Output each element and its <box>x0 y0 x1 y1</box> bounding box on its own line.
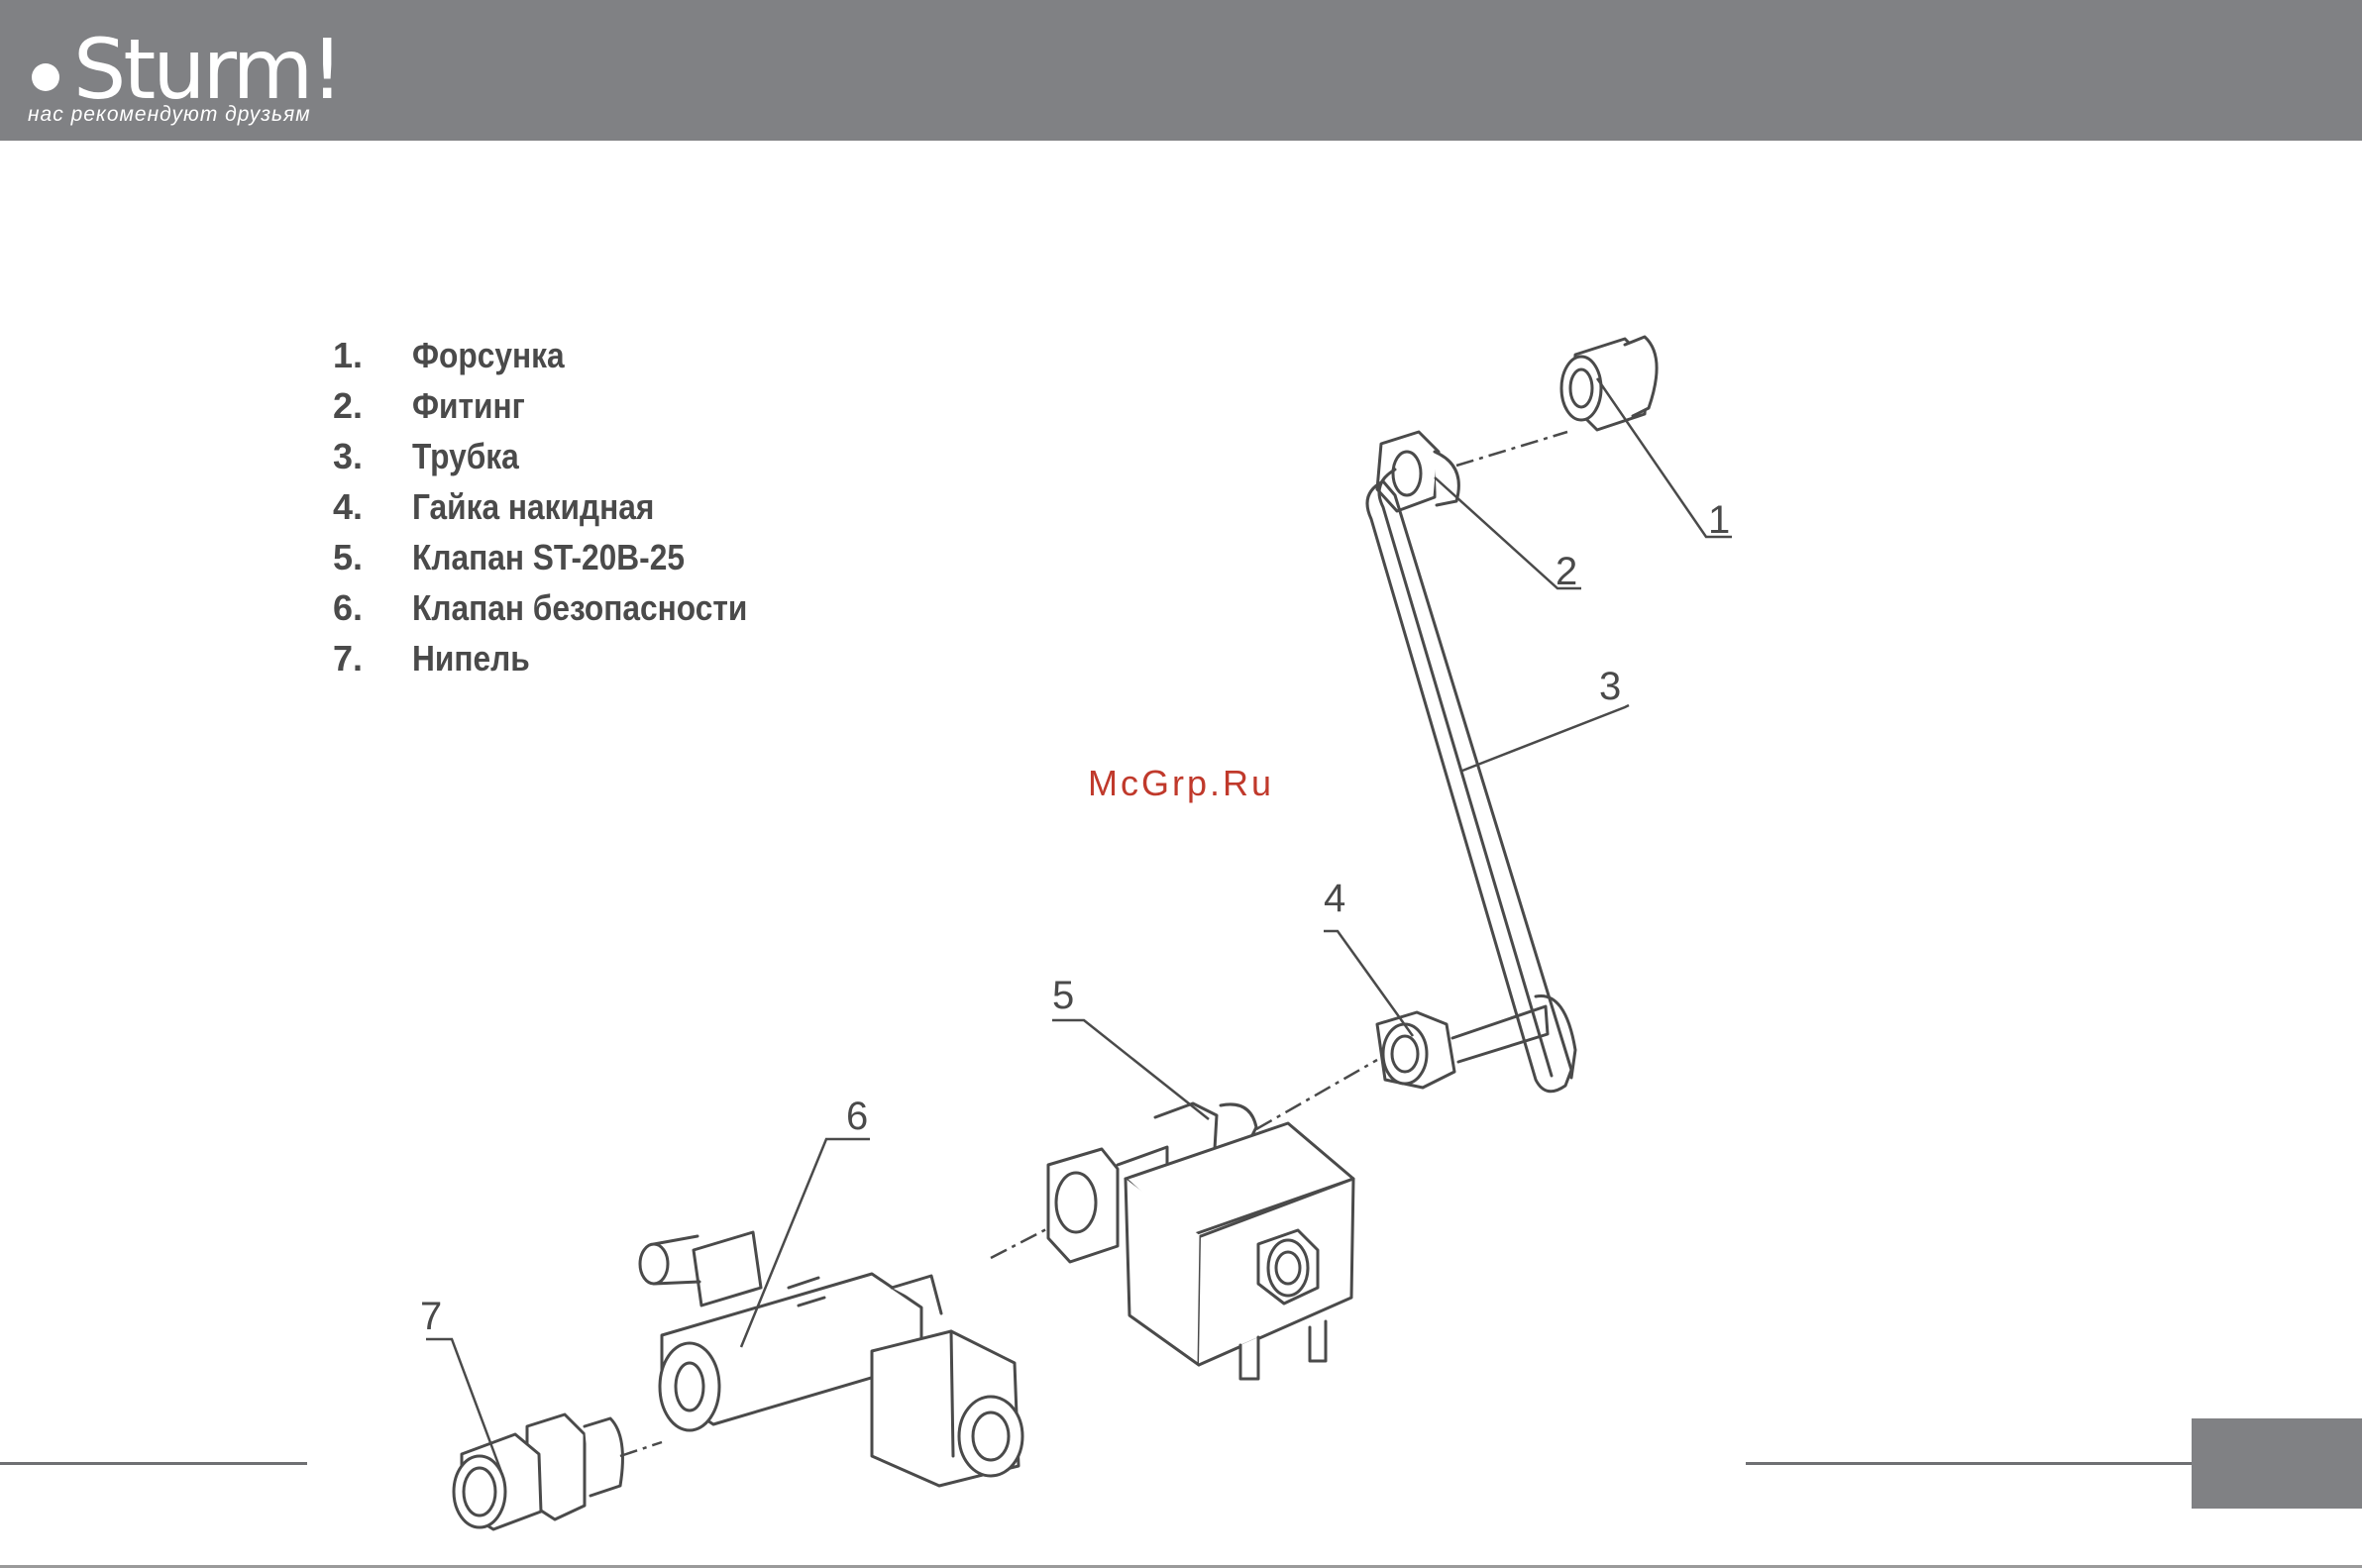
callout-4: 4 <box>1324 877 1345 920</box>
callout-2: 2 <box>1556 550 1577 593</box>
callout-6: 6 <box>846 1095 868 1138</box>
watermark-text: McGrp.Ru <box>1088 763 1274 804</box>
page-number-tab <box>2192 1418 2362 1509</box>
part-solenoid-valve <box>1048 1103 1353 1379</box>
part-nipple <box>454 1414 622 1529</box>
callout-5: 5 <box>1052 974 1074 1017</box>
part-tube <box>1367 470 1575 1092</box>
callout-1: 1 <box>1708 498 1730 542</box>
part-union-nut <box>1377 1006 1548 1088</box>
callout-3: 3 <box>1599 665 1621 708</box>
part-safety-valve <box>640 1232 1022 1486</box>
callout-7: 7 <box>420 1295 442 1338</box>
footer-rule-right <box>1746 1462 2192 1465</box>
footer-rule-left <box>0 1462 307 1465</box>
part-nozzle <box>1561 337 1657 430</box>
